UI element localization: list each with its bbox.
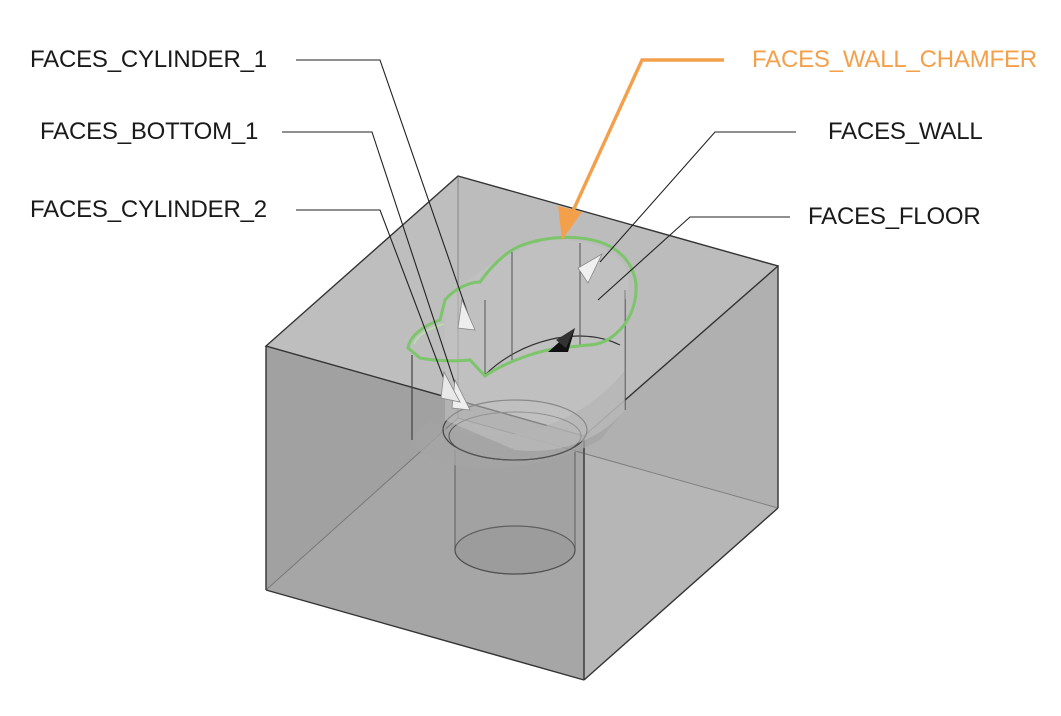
leader-arrowheads [440,252,603,411]
chamfer-leader [558,58,724,240]
label-faces-cylinder-2: FACES_CYLINDER_2 [30,196,267,223]
label-faces-cylinder-1: FACES_CYLINDER_1 [30,46,267,73]
leader-lines [282,59,796,406]
label-faces-wall-chamfer: FACES_WALL_CHAMFER [752,46,1037,73]
pocket-features [406,236,638,575]
label-faces-bottom-1: FACES_BOTTOM_1 [40,118,259,145]
label-faces-floor: FACES_FLOOR [808,203,981,230]
label-faces-wall: FACES_WALL [828,118,983,145]
